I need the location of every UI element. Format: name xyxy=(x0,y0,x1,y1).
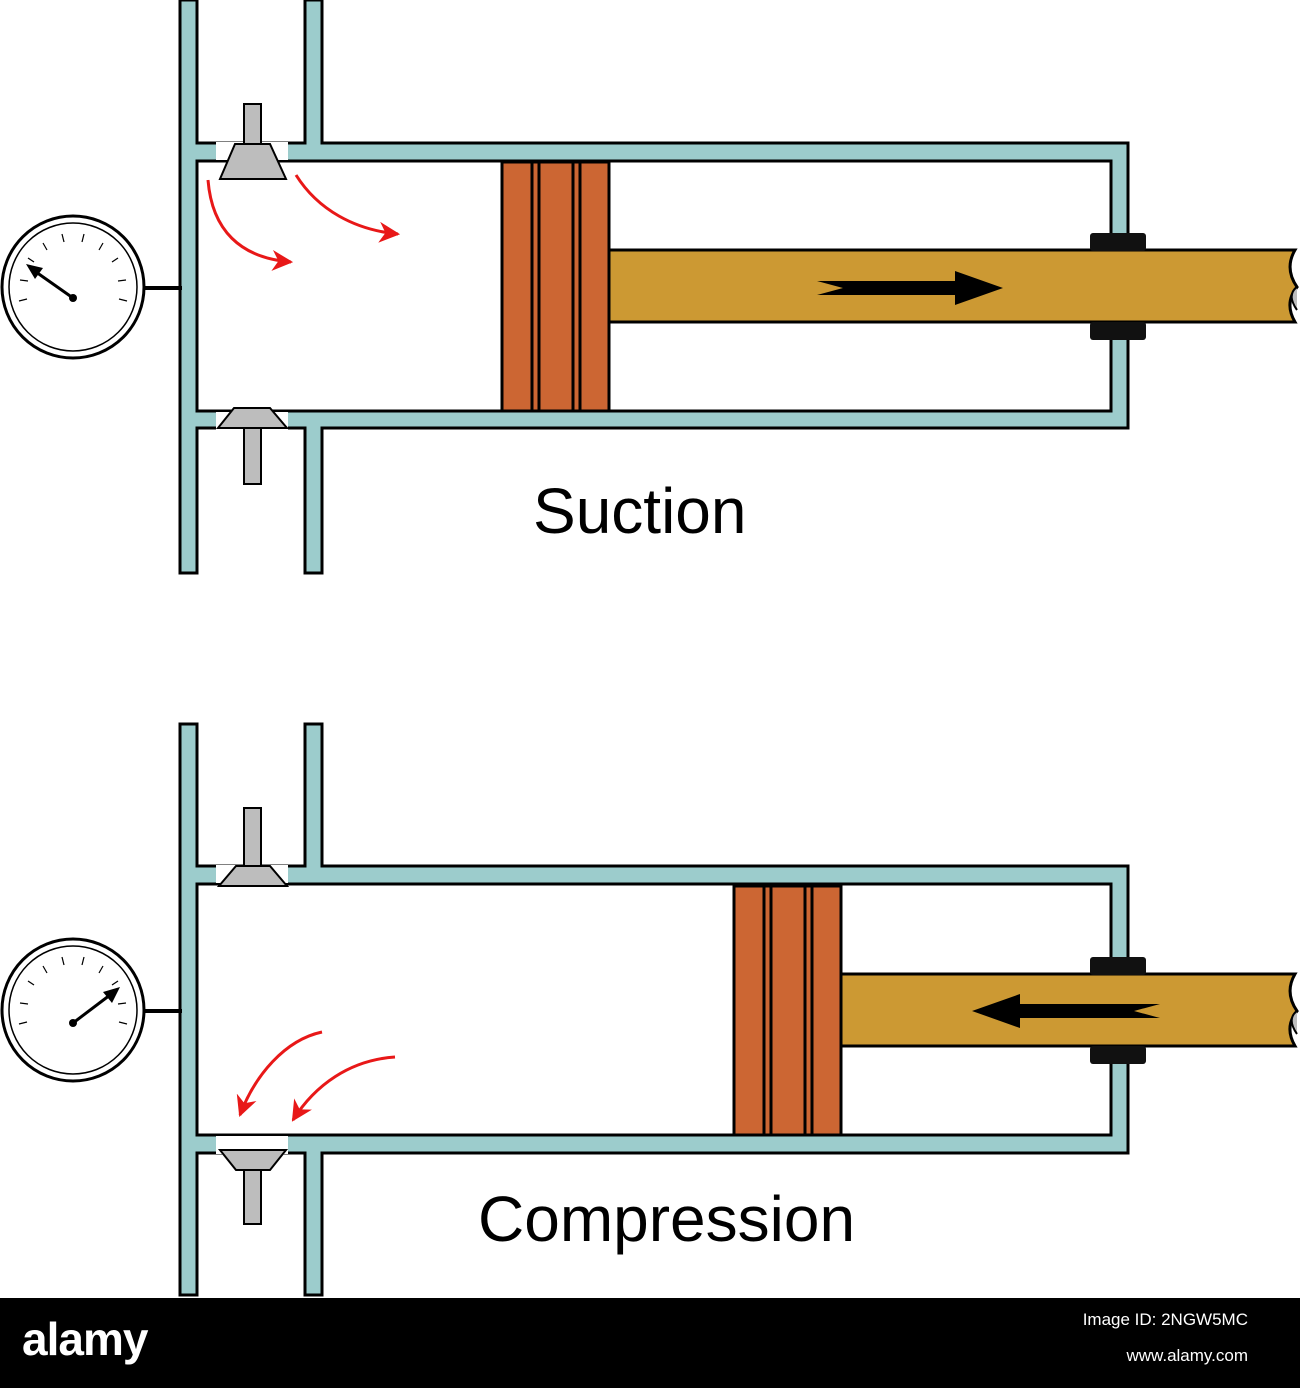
suction-inlet-valve xyxy=(218,103,288,180)
compression-label: Compression xyxy=(478,1183,856,1255)
compression-rod-seal-bottom xyxy=(1090,1046,1146,1064)
footer-url: www.alamy.com xyxy=(1126,1346,1248,1365)
compression-inlet-valve xyxy=(216,807,290,887)
suction-label: Suction xyxy=(533,475,747,547)
compression-panel xyxy=(0,722,1299,1297)
suction-pressure-gauge xyxy=(0,214,182,360)
compressor-diagram xyxy=(0,0,1299,1297)
compression-flow-arrow xyxy=(236,1030,323,1117)
suction-outlet-valve xyxy=(215,407,290,485)
compression-motion-arrow xyxy=(972,994,1160,1028)
compression-rod-seal-top xyxy=(1090,957,1146,975)
suction-flow-arrow xyxy=(206,179,294,271)
suction-piston xyxy=(500,160,611,413)
footer-logo: alamy xyxy=(22,1313,148,1365)
watermark-footer: alamy Image ID: 2NGW5MC www.alamy.com xyxy=(0,1298,1300,1388)
suction-flow-arrow xyxy=(294,174,401,243)
footer-image-id: Image ID: 2NGW5MC xyxy=(1082,1310,1248,1329)
suction-rod-seal-bottom xyxy=(1090,322,1146,340)
compression-piston xyxy=(732,884,843,1137)
compression-pressure-gauge xyxy=(0,937,182,1083)
compression-outlet-valve xyxy=(217,1149,289,1225)
compression-cylinder xyxy=(178,722,1130,1297)
suction-panel xyxy=(0,0,1299,575)
compression-flow-arrow xyxy=(291,1055,396,1122)
suction-motion-arrow xyxy=(817,271,1003,305)
suction-rod-seal-top xyxy=(1090,233,1146,251)
